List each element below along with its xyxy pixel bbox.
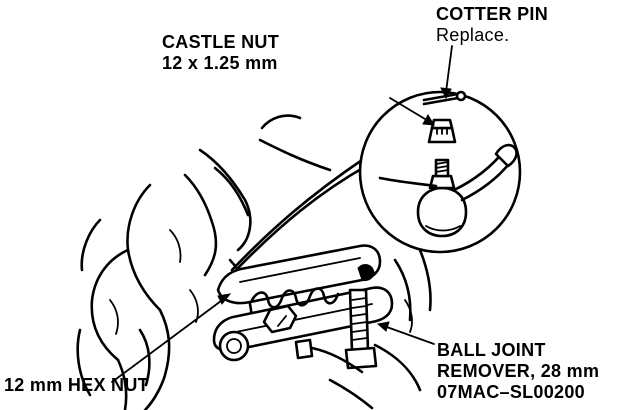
ball-joint-remover-tool: [212, 244, 394, 374]
cotter-pin-note: Replace.: [436, 25, 510, 45]
castle-nut-spec: 12 x 1.25 mm: [162, 53, 278, 73]
remover-line1: BALL JOINT: [437, 340, 546, 360]
castle-nut-title: CASTLE NUT: [162, 32, 279, 52]
remover-line2: REMOVER, 28 mm: [437, 361, 600, 381]
detail-leader-line: [230, 156, 367, 272]
cotter-pin-title: COTTER PIN: [436, 4, 549, 24]
detail-magnifier: [358, 90, 522, 254]
remover-part-code: 07MAC–SL00200: [437, 382, 585, 402]
cotter-pin-leader: [445, 45, 453, 93]
remover-code-callout: 07MAC–SL00200: [437, 382, 585, 403]
cotter-pin-callout: COTTER PIN Replace.: [436, 4, 548, 46]
hex-nut-title: 12 mm HEX NUT: [4, 375, 149, 395]
hex-nut-callout: 12 mm HEX NUT: [4, 375, 149, 396]
remover-leader: [383, 325, 435, 345]
castle-nut-callout: CASTLE NUT 12 x 1.25 mm: [162, 32, 279, 74]
steering-knuckle: [76, 114, 332, 410]
castle-nut-leader: [389, 97, 431, 123]
hex-nut-leader: [111, 297, 226, 383]
remover-callout: BALL JOINT REMOVER, 28 mm: [437, 340, 599, 382]
